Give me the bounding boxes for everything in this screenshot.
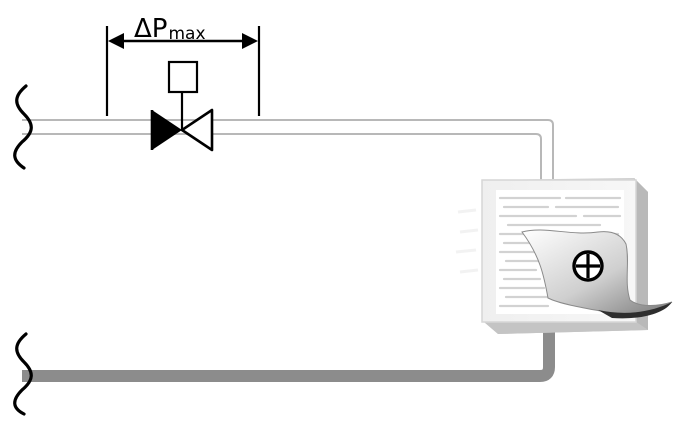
supply-pipe (22, 119, 554, 180)
circle-plus-icon (572, 250, 604, 282)
pressure-difference-subscript: max (168, 24, 206, 44)
pressure-difference-main: ΔP (134, 14, 168, 44)
return-pipe (22, 328, 555, 382)
actuator-box-icon (167, 60, 199, 130)
supply-pipe-break-icon (13, 84, 33, 170)
arrowhead-right-icon (242, 33, 258, 49)
two-way-valve-icon (150, 108, 214, 152)
return-pipe-break-icon (13, 332, 33, 416)
arrowhead-left-icon (108, 33, 124, 49)
pressure-dimension (105, 26, 261, 116)
pressure-difference-label: ΔPmax (134, 14, 206, 44)
radiator-icon (455, 178, 673, 334)
